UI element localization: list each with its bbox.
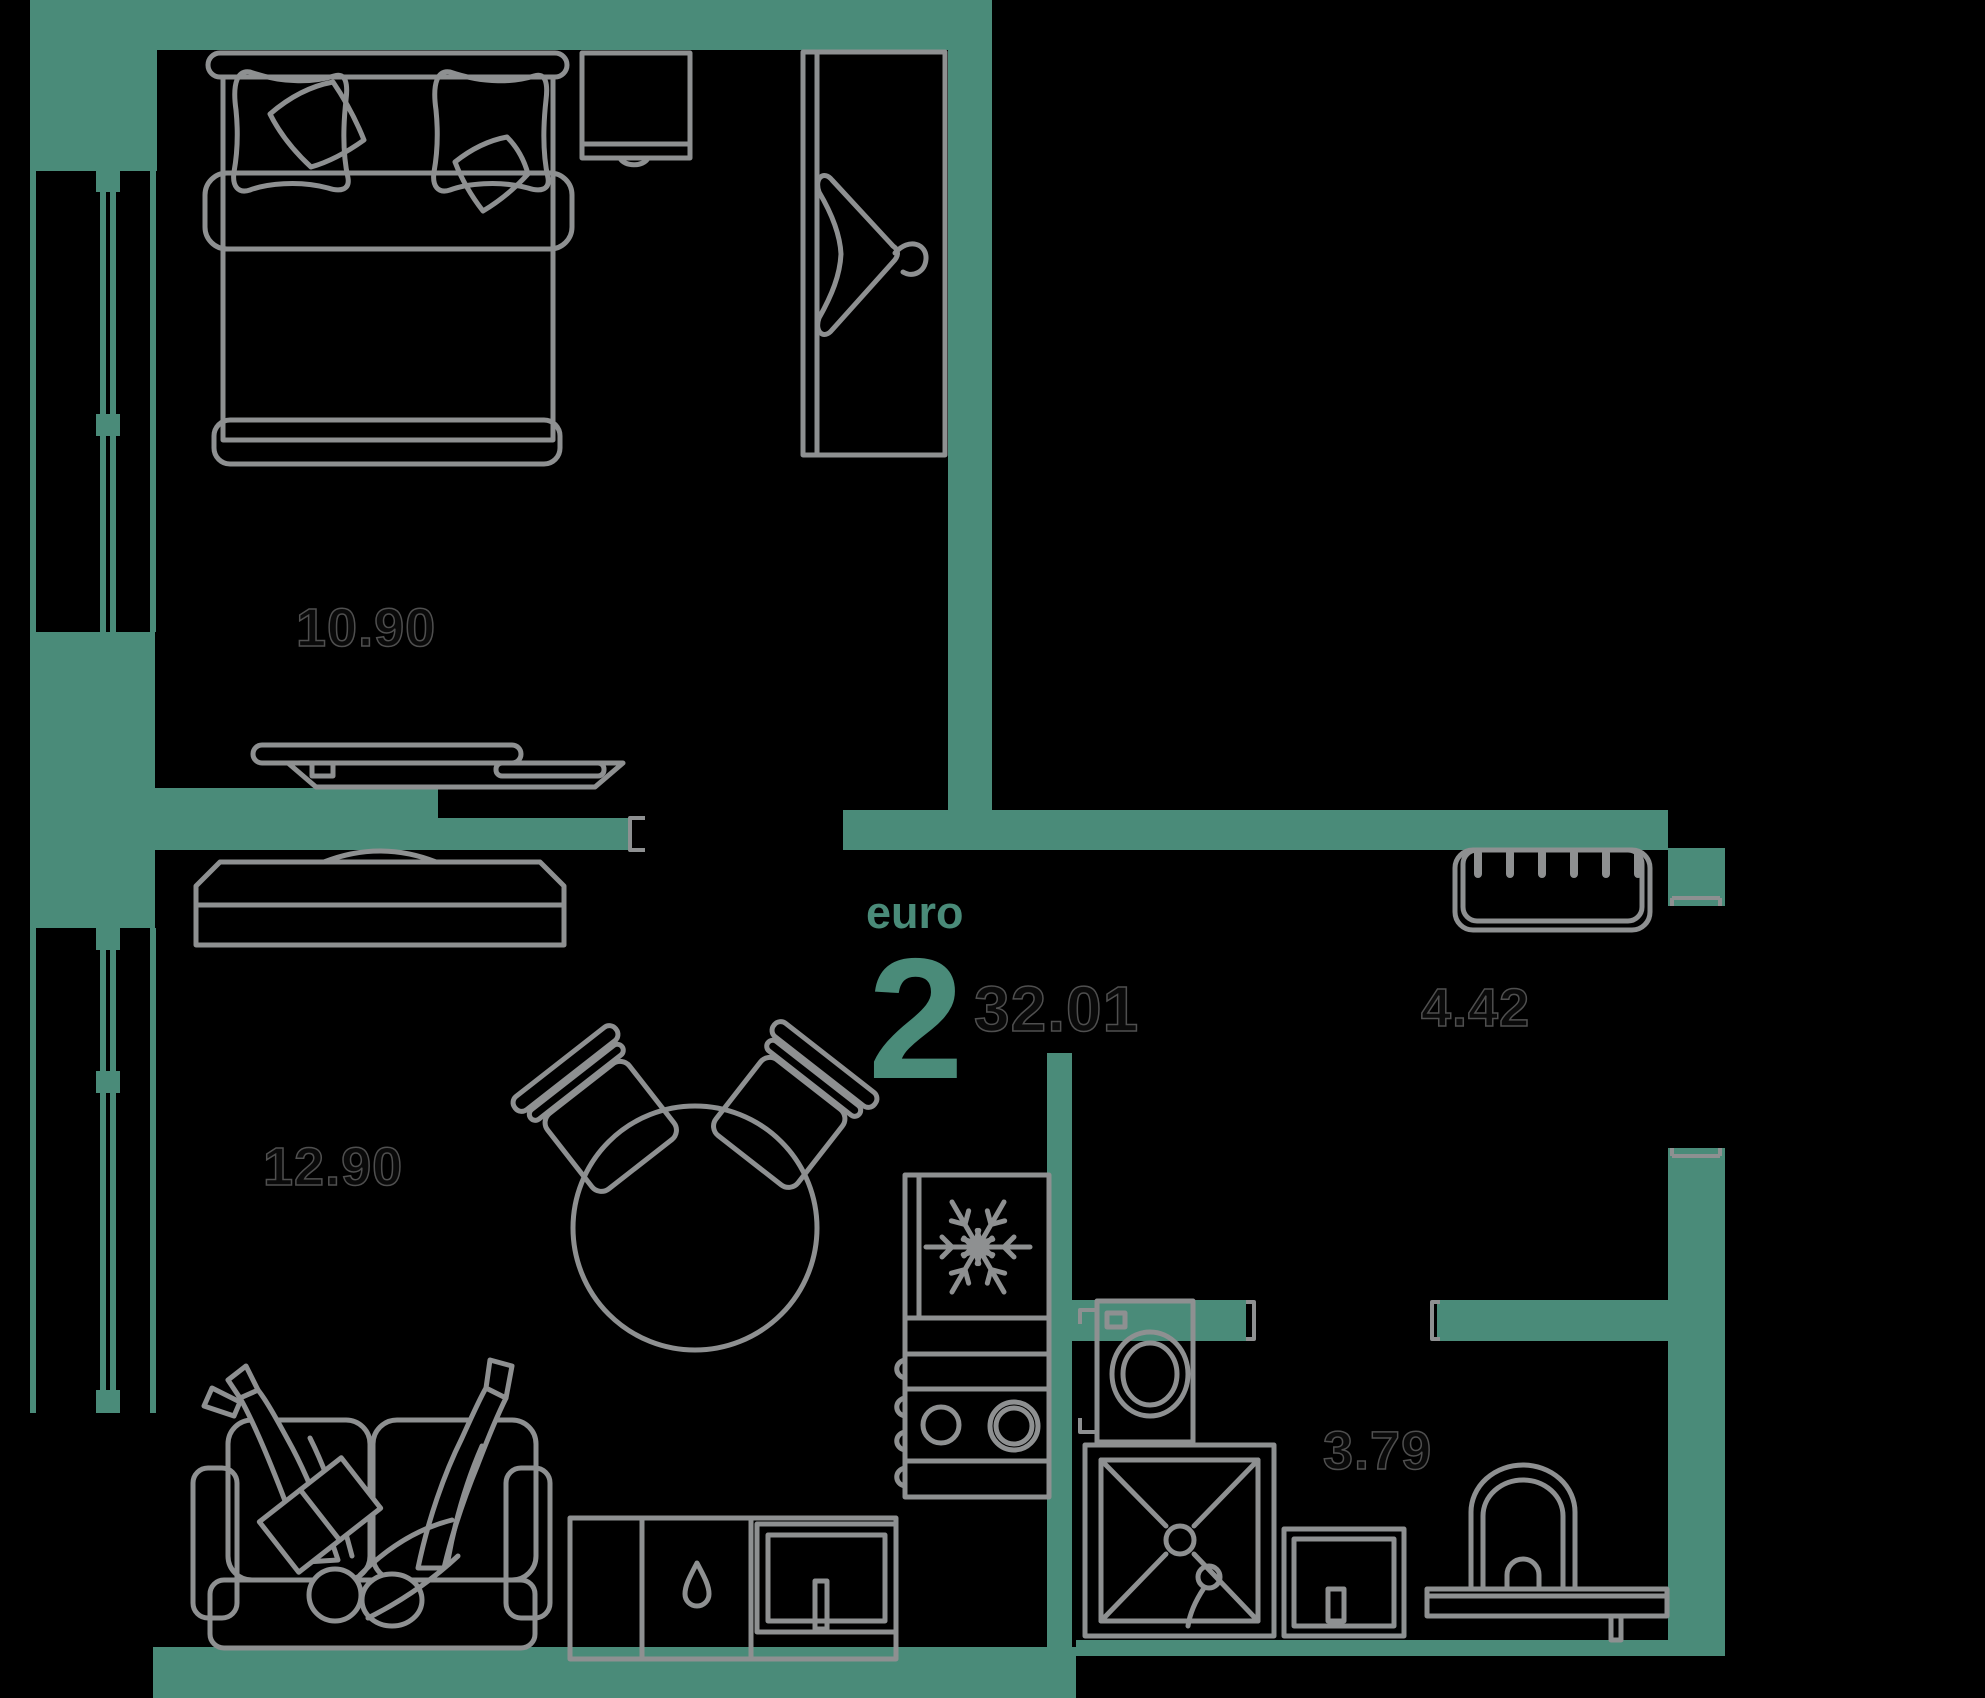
sink-unit bbox=[754, 1521, 899, 1635]
living-area-label: 12.90 bbox=[263, 1137, 403, 1197]
hanger-icon bbox=[815, 173, 900, 337]
tv-stand-living bbox=[193, 848, 567, 948]
person-leg-right bbox=[415, 1385, 509, 1571]
person-foot-right bbox=[483, 1357, 515, 1401]
bedroom-door-jamb bbox=[628, 816, 645, 852]
accent-pillow-left bbox=[267, 79, 367, 170]
plan-type-label: euro bbox=[866, 887, 964, 938]
door-jambs bbox=[628, 816, 1722, 1341]
bathroom-area-label: 3.79 bbox=[1323, 1421, 1432, 1481]
burner-large bbox=[987, 1399, 1041, 1453]
sofa-armrest-right bbox=[503, 1465, 553, 1621]
bed-duvet bbox=[202, 170, 575, 252]
person-foot-left-2 bbox=[201, 1385, 243, 1419]
entrance-door-jamb-top bbox=[1670, 896, 1722, 906]
shower-drain bbox=[1163, 1523, 1197, 1557]
washing-machine bbox=[1078, 1298, 1196, 1445]
total-area-label: 32.01 bbox=[974, 973, 1139, 1045]
cooktop bbox=[902, 1386, 1052, 1464]
washer-control bbox=[1104, 1310, 1128, 1330]
person-on-sofa bbox=[201, 1357, 515, 1629]
dining-table bbox=[570, 1103, 820, 1353]
sink-handle bbox=[812, 1578, 830, 1632]
labels: 10.90 12.90 4.42 3.79 euro 2 32.01 bbox=[262, 597, 1530, 1482]
person-head bbox=[306, 1566, 364, 1624]
chair-left bbox=[510, 1023, 679, 1194]
kitchen-counter bbox=[567, 1515, 899, 1662]
kitchen-tall-unit bbox=[894, 1172, 1052, 1500]
snowflake-icon bbox=[923, 1199, 1033, 1295]
bathroom-door-jamb-left bbox=[1246, 1300, 1256, 1341]
tv-curve bbox=[321, 848, 439, 865]
radiator-icon bbox=[1452, 847, 1653, 933]
sofa-armrest-left bbox=[190, 1465, 240, 1621]
nightstand-handle bbox=[617, 155, 651, 168]
kitchen-drawer bbox=[902, 1351, 1052, 1392]
rooms-count-label: 2 bbox=[868, 923, 964, 1115]
kitchen-shelf bbox=[902, 1315, 1052, 1357]
tv-screen bbox=[250, 742, 524, 766]
washer-drum bbox=[1109, 1329, 1191, 1419]
window-lower bbox=[30, 928, 156, 1413]
dresser bbox=[193, 859, 567, 948]
table-top bbox=[570, 1103, 820, 1353]
bathroom-cabinet bbox=[1281, 1526, 1407, 1639]
burner-small bbox=[920, 1404, 962, 1446]
bedroom-area-label: 10.90 bbox=[296, 598, 436, 658]
chair-right bbox=[711, 1019, 880, 1190]
water-drop-icon bbox=[682, 1560, 712, 1609]
bed-foot bbox=[211, 417, 563, 467]
bathroom-door-jamb-right bbox=[1430, 1300, 1440, 1341]
window-upper bbox=[30, 171, 156, 632]
shower-handle bbox=[1195, 1563, 1223, 1591]
hanger-hook bbox=[892, 241, 929, 277]
person-foot-left bbox=[225, 1363, 261, 1401]
pillow-right bbox=[431, 69, 551, 194]
entrance-door-jamb-bottom bbox=[1670, 1148, 1722, 1158]
bed bbox=[202, 50, 575, 467]
vanity-counter bbox=[1424, 1586, 1670, 1643]
book bbox=[256, 1455, 384, 1575]
tv-stand-bedroom bbox=[250, 742, 626, 790]
wardrobe bbox=[800, 49, 948, 458]
toilet bbox=[1468, 1462, 1578, 1592]
pillow-left bbox=[231, 69, 351, 194]
kitchen-base bbox=[902, 1458, 1052, 1500]
shower bbox=[1082, 1442, 1277, 1639]
bed-frame bbox=[220, 74, 556, 443]
door-hinges bbox=[894, 1357, 908, 1489]
accent-pillow-right bbox=[452, 134, 531, 214]
hallway-area-label: 4.42 bbox=[1421, 978, 1530, 1038]
nightstand bbox=[579, 50, 693, 168]
